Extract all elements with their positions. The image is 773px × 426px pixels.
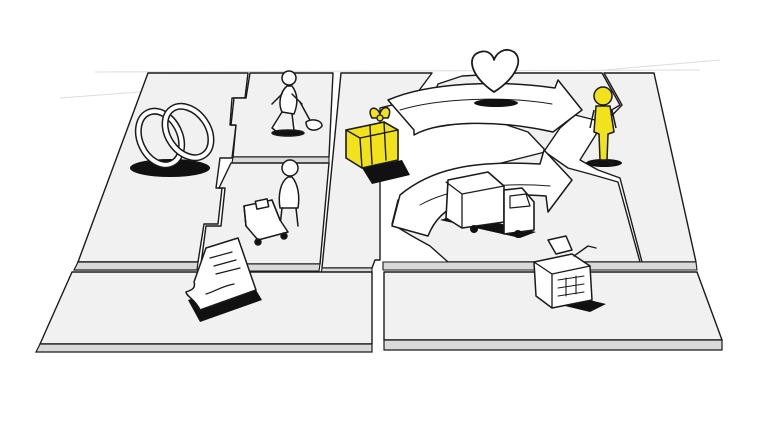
- customer-figure-icon: [586, 86, 622, 167]
- bill-document-icon: [185, 237, 262, 322]
- block-revenue-streams-side: [383, 339, 723, 351]
- perspective-guides: [59, 59, 721, 99]
- arrow-relationship: [387, 79, 583, 136]
- cash-register-icon: [533, 235, 606, 312]
- person-working-icon: [271, 70, 323, 137]
- interlocked-rings-icon: [130, 102, 215, 177]
- person-with-machine-icon: [243, 159, 300, 246]
- block-cost-structure-side: [35, 343, 373, 353]
- heart-icon: [471, 48, 520, 107]
- block-key-activities-top: [230, 72, 334, 158]
- block-key-activities-side: [231, 156, 330, 164]
- gift-box-icon: [345, 106, 410, 184]
- block-key-partners-side: [73, 261, 199, 271]
- delivery-truck-icon: [440, 171, 536, 238]
- block-key-activities: [230, 72, 334, 164]
